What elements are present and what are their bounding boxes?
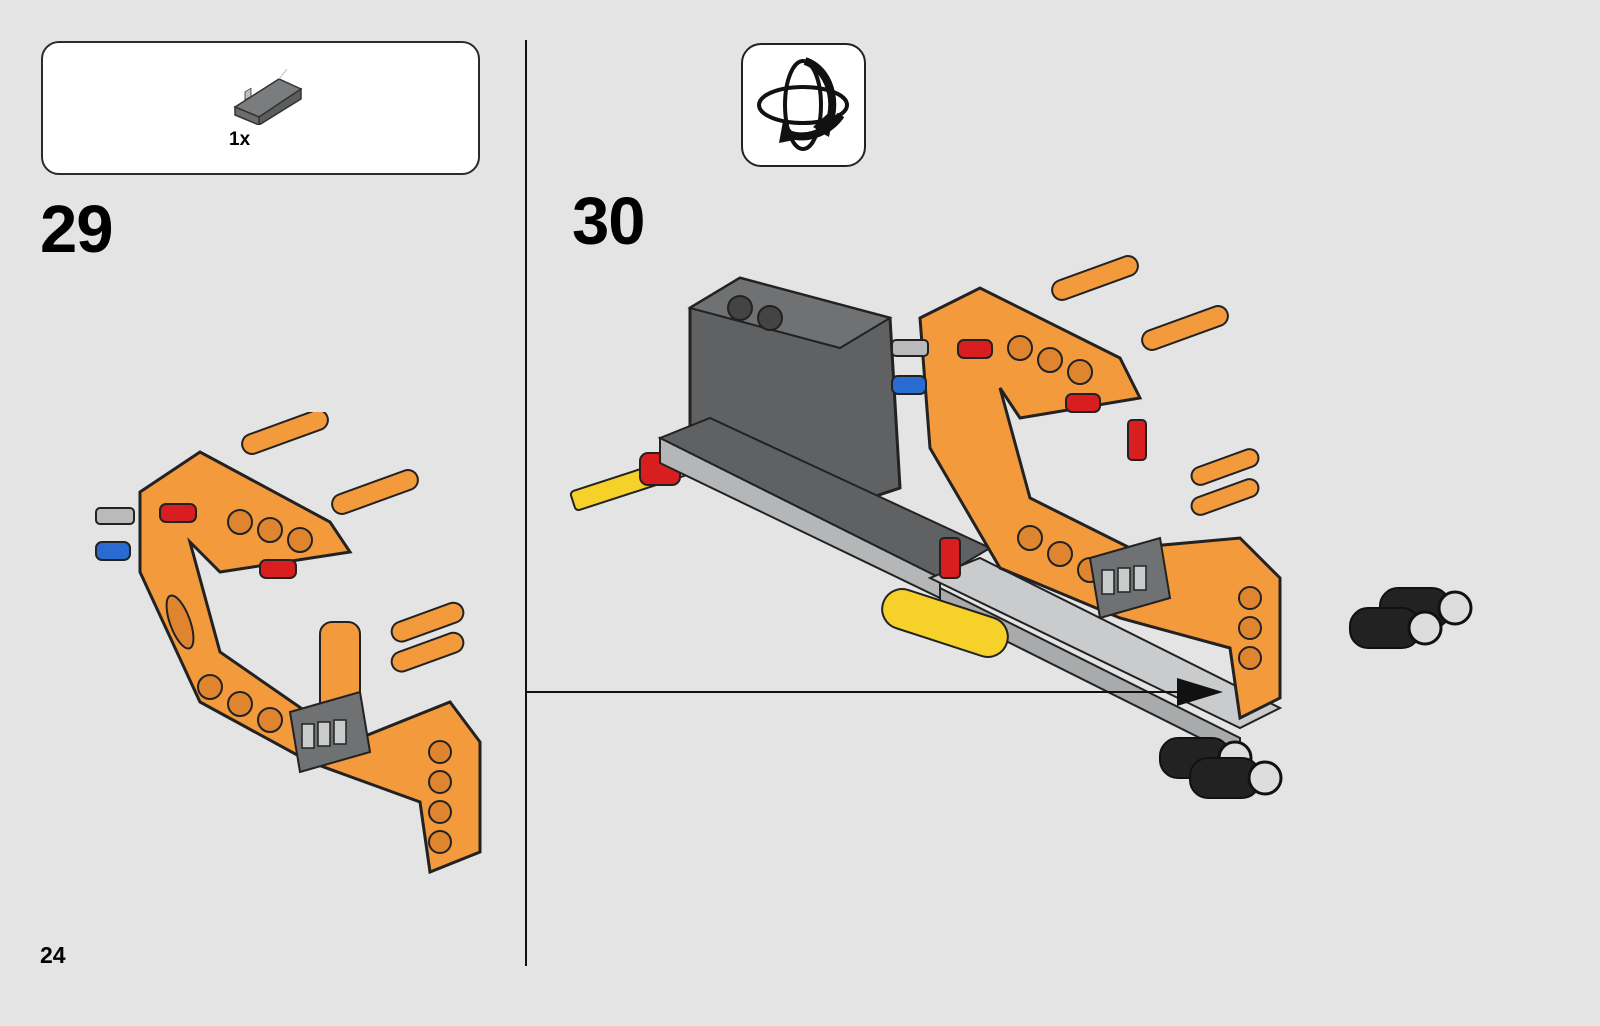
- placement-arrow: [527, 660, 1227, 710]
- model-step-30: [560, 248, 1490, 838]
- rotate-model-icon: [743, 45, 864, 165]
- page-number: 24: [40, 942, 66, 969]
- parts-callout: 1x: [41, 41, 480, 175]
- step-divider: [525, 40, 527, 966]
- model-step-29: [90, 412, 490, 882]
- rotate-model-callout: [741, 43, 866, 167]
- part-quantity: 1x: [229, 129, 250, 151]
- step-number-29: 29: [40, 196, 113, 263]
- step-number-30: 30: [572, 188, 645, 255]
- grey-wedge-slope-icon: [229, 65, 309, 125]
